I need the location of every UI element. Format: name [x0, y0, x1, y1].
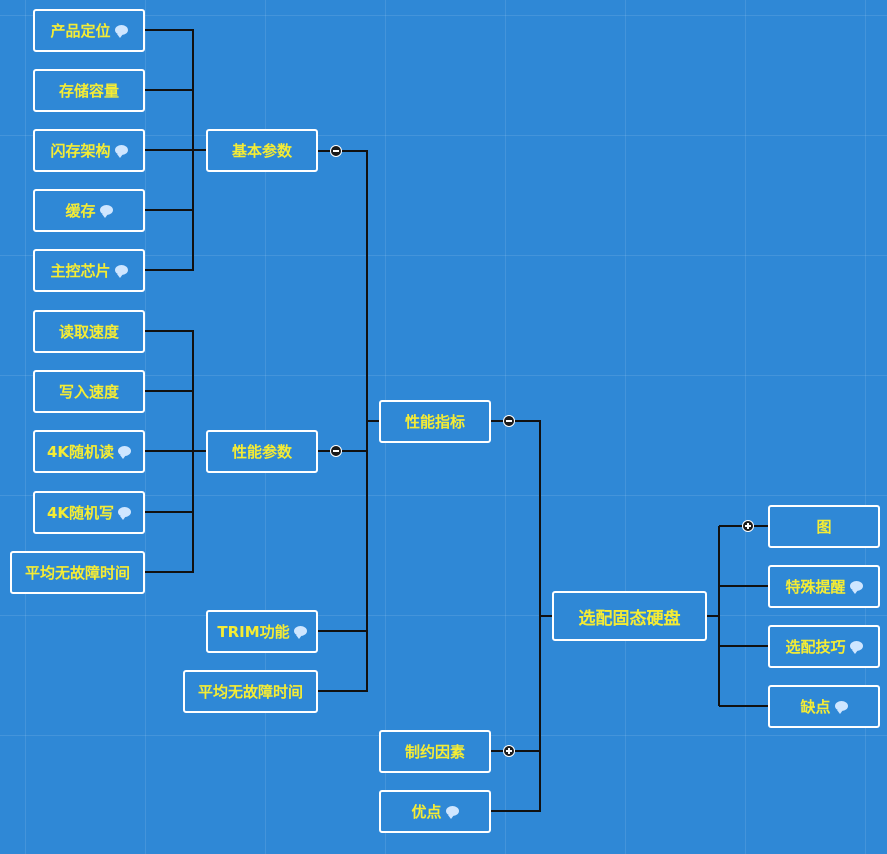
node-4k-random-read[interactable]: 4K随机读	[33, 430, 145, 473]
connector-root-right	[706, 525, 769, 707]
connector-metric-group	[317, 150, 380, 692]
node-figure[interactable]: 图	[768, 505, 880, 548]
comment-icon[interactable]	[293, 625, 307, 639]
node-label: 存储容量	[58, 82, 119, 100]
node-label: 制约因素	[404, 743, 465, 761]
node-label: 选配技巧	[785, 638, 846, 656]
node-label: 写入速度	[58, 383, 119, 401]
node-mtbf[interactable]: 平均无故障时间	[10, 551, 145, 594]
node-performance-metrics[interactable]: 性能指标	[379, 400, 491, 443]
node-label: 特殊提醒	[785, 578, 846, 596]
node-label: 读取速度	[58, 323, 119, 341]
connector-root-left	[490, 420, 553, 812]
comment-icon[interactable]	[114, 24, 128, 38]
node-label: 图	[816, 518, 832, 536]
node-label: 4K随机读	[46, 443, 115, 461]
node-advantages[interactable]: 优点	[379, 790, 491, 833]
node-label: 性能指标	[404, 413, 465, 431]
node-label: 优点	[411, 803, 442, 821]
comment-icon[interactable]	[849, 580, 863, 594]
node-special-reminder[interactable]: 特殊提醒	[768, 565, 880, 608]
comment-icon[interactable]	[114, 144, 128, 158]
node-label: 基本参数	[231, 142, 292, 160]
comment-icon[interactable]	[99, 204, 113, 218]
node-label: 缓存	[65, 202, 96, 220]
node-cache[interactable]: 缓存	[33, 189, 145, 232]
comment-icon[interactable]	[118, 445, 132, 459]
node-4k-random-write[interactable]: 4K随机写	[33, 491, 145, 534]
expand-toggle-constraints[interactable]	[503, 745, 515, 757]
node-basic-params[interactable]: 基本参数	[206, 129, 318, 172]
comment-icon[interactable]	[849, 640, 863, 654]
node-label: 主控芯片	[50, 262, 111, 280]
collapse-toggle-perf[interactable]	[330, 445, 342, 457]
node-label: 4K随机写	[46, 504, 115, 522]
node-constraints[interactable]: 制约因素	[379, 730, 491, 773]
comment-icon[interactable]	[118, 506, 132, 520]
node-root-ssd-selection[interactable]: 选配固态硬盘	[552, 591, 707, 641]
node-label: 性能参数	[231, 443, 292, 461]
node-label: 选配固态硬盘	[578, 608, 681, 629]
node-label: 闪存架构	[50, 142, 111, 160]
node-disadvantages[interactable]: 缺点	[768, 685, 880, 728]
node-perf-params[interactable]: 性能参数	[206, 430, 318, 473]
comment-icon[interactable]	[445, 805, 459, 819]
node-label: TRIM功能	[217, 623, 290, 641]
collapse-toggle-metric[interactable]	[503, 415, 515, 427]
node-label: 平均无故障时间	[197, 683, 303, 701]
node-write-speed[interactable]: 写入速度	[33, 370, 145, 413]
node-controller-chip[interactable]: 主控芯片	[33, 249, 145, 292]
node-trim[interactable]: TRIM功能	[206, 610, 318, 653]
node-label: 缺点	[800, 698, 831, 716]
node-label: 产品定位	[50, 22, 111, 40]
connector-perf-group	[144, 330, 207, 573]
node-read-speed[interactable]: 读取速度	[33, 310, 145, 353]
collapse-toggle-basic[interactable]	[330, 145, 342, 157]
node-flash-architecture[interactable]: 闪存架构	[33, 129, 145, 172]
node-storage-capacity[interactable]: 存储容量	[33, 69, 145, 112]
comment-icon[interactable]	[114, 264, 128, 278]
node-mtbf-2[interactable]: 平均无故障时间	[183, 670, 318, 713]
node-label: 平均无故障时间	[24, 564, 130, 582]
node-selection-tips[interactable]: 选配技巧	[768, 625, 880, 668]
expand-toggle-figure[interactable]	[742, 520, 754, 532]
comment-icon[interactable]	[834, 700, 848, 714]
connector-basic-group	[144, 29, 207, 271]
node-product-positioning[interactable]: 产品定位	[33, 9, 145, 52]
